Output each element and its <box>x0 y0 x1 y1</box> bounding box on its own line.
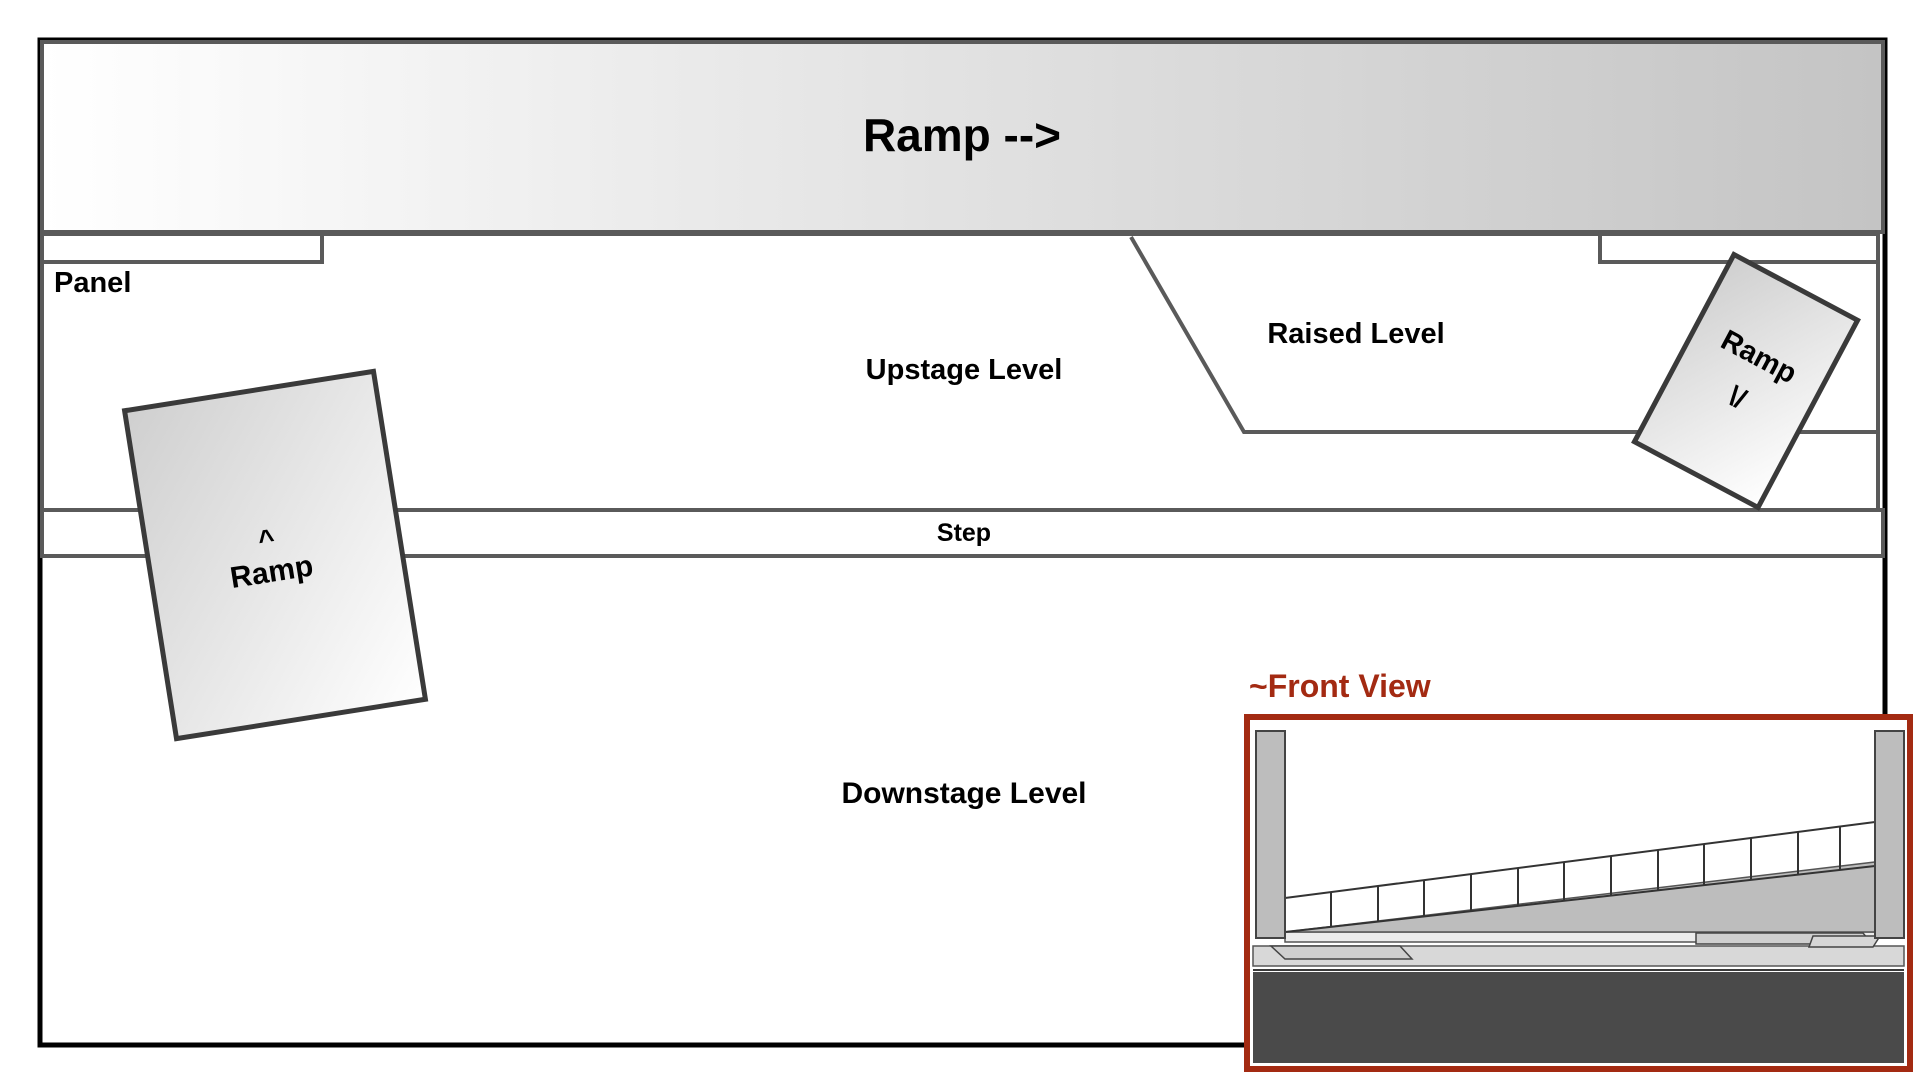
front-view-left-post <box>1255 730 1286 939</box>
front-view-title: ~Front View <box>1249 668 1431 704</box>
front-view-inset: ~Front View <box>1244 668 1913 1072</box>
downstage-level-label: Downstage Level <box>841 777 1086 810</box>
top-ramp <box>40 40 1885 234</box>
top-ramp-label: Ramp --> <box>863 109 1061 161</box>
front-view-floor <box>1253 972 1904 1063</box>
front-view-railing <box>1284 821 1876 933</box>
left-panel <box>40 232 324 264</box>
front-view-raised-step <box>1807 935 1882 948</box>
upstage-level-label: Upstage Level <box>866 354 1063 386</box>
front-view-left-ramp <box>1269 945 1414 960</box>
front-view-right-post <box>1874 730 1905 939</box>
right-ramp: Ramp \/ <box>1631 251 1861 511</box>
left-ramp: ^ Ramp <box>121 368 429 742</box>
step-label: Step <box>937 519 991 547</box>
left-ramp-arrow: ^ <box>256 523 277 556</box>
panel-label: Panel <box>54 267 131 299</box>
front-view-deck <box>1252 945 1905 967</box>
raised-level-label: Raised Level <box>1267 318 1444 350</box>
